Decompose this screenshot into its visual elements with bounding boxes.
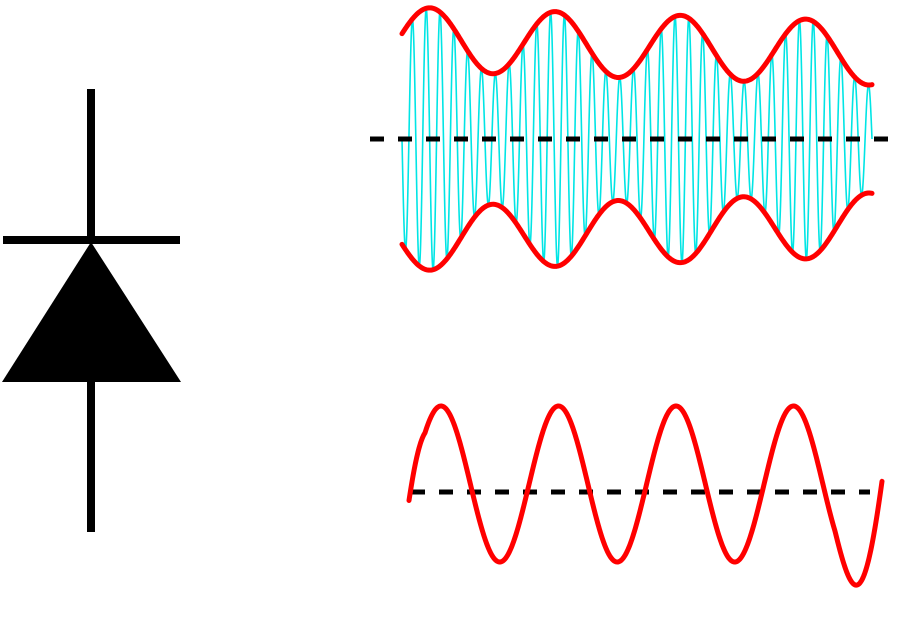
envelope-lower [399,190,875,273]
carrier-wave [401,7,873,271]
diode-anode-triangle [2,242,181,382]
demodulated-signal [406,403,885,588]
envelope-upper [399,5,875,88]
diode-symbol [2,89,181,532]
modulated-signal [370,5,888,273]
demodulated-wave [406,403,885,588]
